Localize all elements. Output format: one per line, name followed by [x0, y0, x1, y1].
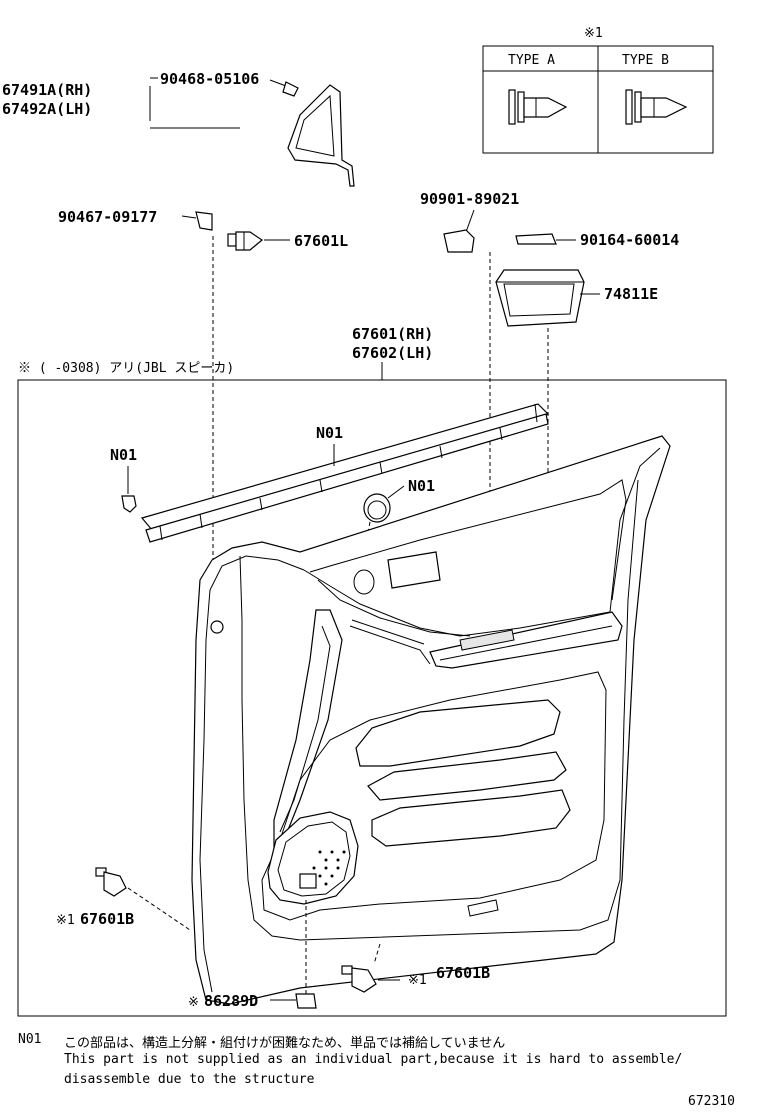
clip-67601b-left-icon [95, 867, 127, 897]
clip-type-table: ※1 TYPE A TYPE B [482, 26, 714, 154]
label-86289d: 86289D [204, 992, 258, 1010]
label-n01-right: N01 [408, 477, 435, 495]
clip-type-b-icon [625, 89, 688, 125]
label-74811e: 74811E [604, 285, 658, 303]
assembly-note: ※ ( -0308) アリ(JBL スピーカ) [18, 361, 234, 376]
diagram-id: 672310 [688, 1094, 735, 1109]
clip-n01-left-icon [121, 495, 137, 513]
label-n01-left: N01 [110, 446, 137, 464]
label-67601b-left-mark: ※1 [56, 913, 75, 928]
footnote-jp: この部品は、構造上分解・組付けが困難なため、単品では補給していません [64, 1036, 506, 1051]
label-67601b-right-mark: ※1 [408, 973, 427, 988]
label-67601b-right: 67601B [436, 964, 490, 982]
inside-handle-bezel-icon [387, 551, 441, 589]
label-67602lh: 67602(LH) [352, 344, 433, 362]
screw-90164-icon [515, 233, 557, 245]
clip-90468-icon [282, 81, 299, 97]
type-table-mark: ※1 [584, 26, 603, 41]
clip-67601b-right-icon [341, 965, 377, 993]
label-67601l: 67601L [294, 232, 348, 250]
label-67601rh: 67601(RH) [352, 325, 433, 343]
clip-67601l-icon [227, 231, 264, 251]
label-90467: 90467-09177 [58, 208, 157, 226]
label-90164: 90164-60014 [580, 231, 679, 249]
bracket-86289d-icon [295, 993, 317, 1009]
type-a-label: TYPE A [508, 53, 555, 68]
label-67601b-left: 67601B [80, 910, 134, 928]
label-86289d-mark: ※ [188, 995, 199, 1010]
mirror-corner-cover: 67491A(RH) 67492A(LH) 90468-05106 [2, 70, 355, 187]
type-b-label: TYPE B [622, 53, 669, 68]
label-90468: 90468-05106 [160, 70, 259, 88]
clip-90901-icon [443, 229, 475, 253]
door-trim-panel [191, 435, 671, 1005]
clip-90467-icon [195, 211, 213, 231]
footnote-code: N01 [18, 1032, 42, 1047]
clip-hole-icon [210, 620, 224, 634]
label-67491a: 67491A(RH) [2, 81, 92, 99]
label-n01-top: N01 [316, 424, 343, 442]
clip-type-a-icon [508, 89, 568, 125]
door-pocket-74811e [495, 269, 585, 327]
grommet-n01-icon [363, 493, 391, 523]
footnote-en-line2: disassemble due to the structure [64, 1072, 315, 1087]
door-trim-assembly-frame [17, 379, 727, 1017]
speaker-mount-icon [299, 873, 317, 889]
label-67492a: 67492A(LH) [2, 100, 92, 118]
label-90901: 90901-89021 [420, 190, 519, 208]
weatherstrip-n01 [140, 403, 550, 543]
footnote-en-line1: This part is not supplied as an individu… [64, 1052, 683, 1067]
